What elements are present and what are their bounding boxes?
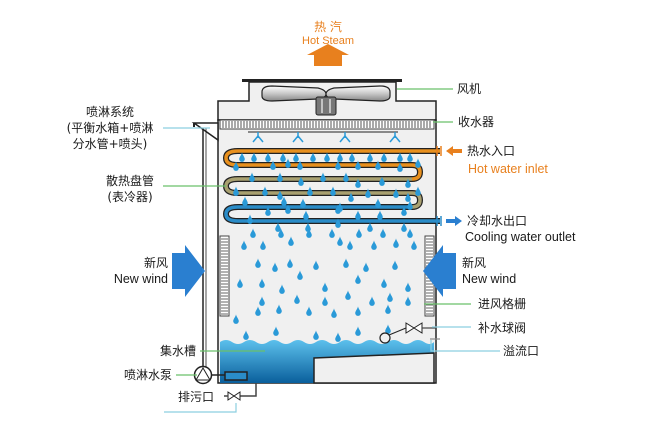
drain-valve: [224, 383, 257, 401]
spray-nozzle-icon: [252, 132, 264, 143]
hot-water-inlet-label-cn: 热水入口: [467, 144, 516, 158]
hot-steam-arrow: [307, 44, 349, 66]
new-wind-left-label-en: New wind: [113, 272, 168, 286]
fan: [261, 85, 391, 116]
cooling-water-outlet-arrow: [446, 216, 462, 226]
spray-nozzle-icon: [339, 132, 351, 143]
drain-label: 排污口: [178, 390, 215, 404]
makeup-valve-label: 补水球阀: [478, 321, 527, 335]
overflow-label: 溢流口: [503, 344, 540, 358]
fan-label: 风机: [457, 82, 482, 96]
spray-system-label-l2: (平衡水箱+喷淋: [66, 121, 154, 135]
drift-eliminator-label: 收水器: [458, 115, 495, 129]
new-wind-left-label-cn: 新风: [143, 256, 168, 270]
spray-system-label-l1: 喷淋系统: [85, 105, 134, 119]
louver-frame: [219, 235, 230, 317]
spray-pump: [193, 365, 225, 385]
leader-lines: [163, 88, 500, 413]
cooling-water-outlet-label-en: Cooling water outlet: [465, 230, 576, 244]
spray-nozzle-icon: [389, 132, 401, 143]
coil-label-l2: (表冷器): [107, 190, 153, 204]
new-wind-arrow-left: [172, 245, 205, 297]
hot-steam-label-cn: 热 汽: [314, 20, 342, 34]
hot-water-inlet-label-en: Hot water inlet: [468, 162, 548, 176]
louver-label: 进风格栅: [478, 297, 527, 311]
spray-nozzle-icon: [292, 132, 304, 143]
balance-tank: [191, 122, 219, 373]
new-wind-right-label-cn: 新风: [462, 256, 487, 270]
hot-steam-label-en: Hot Steam: [302, 35, 354, 47]
new-wind-right-label-en: New wind: [462, 272, 517, 286]
spray-header: [248, 131, 401, 143]
drift-eliminator: [219, 119, 435, 130]
water-basin: [220, 340, 435, 384]
spray-pump-label: 喷淋水泵: [123, 368, 172, 382]
coil-label-l1: 散热盘管: [105, 174, 154, 188]
new-wind-arrow-right: [423, 245, 456, 297]
spray-system-label-l3: 分水管+喷头): [72, 137, 148, 151]
hot-water-inlet-arrow: [446, 146, 462, 156]
cooling-water-outlet-label-cn: 冷却水出口: [467, 214, 528, 228]
makeup-ball-valve: [379, 322, 440, 344]
air-inlet-louver-left: [219, 235, 230, 317]
basin-label: 集水槽: [159, 344, 196, 358]
